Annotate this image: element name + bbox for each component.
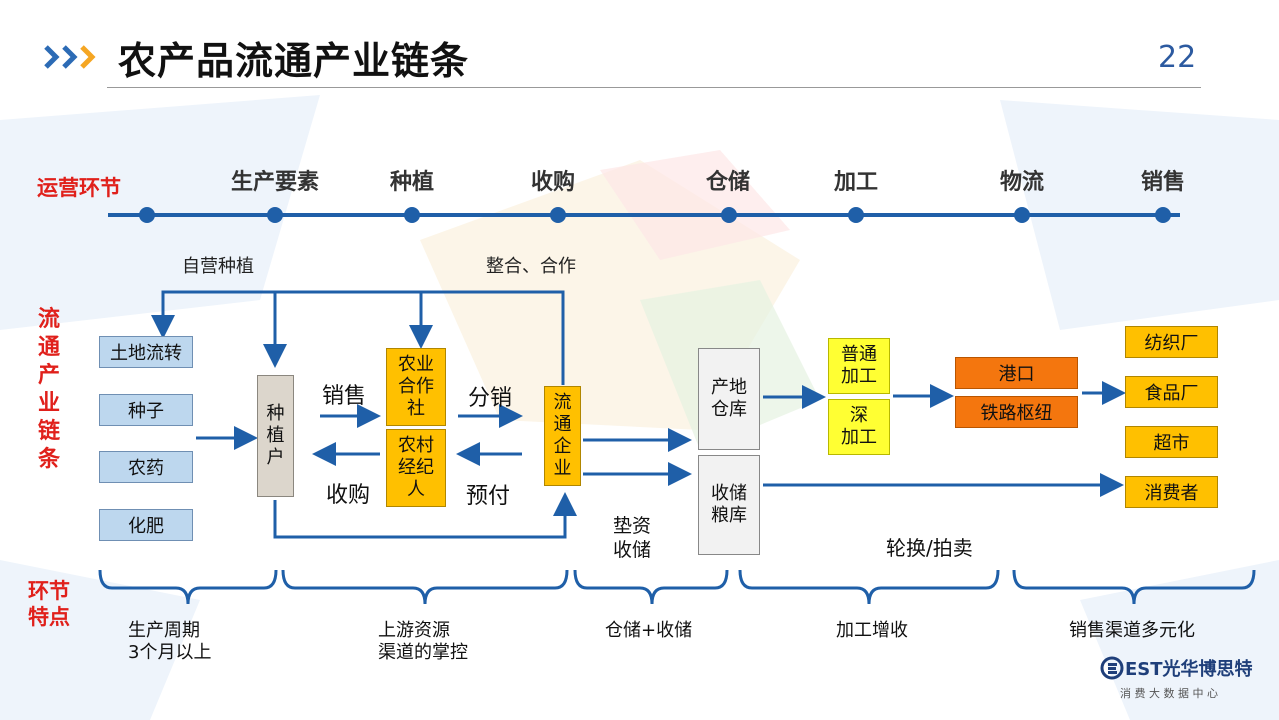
label-distribute: 分销: [468, 386, 513, 411]
note-rotation: 轮换/拍卖: [886, 536, 973, 560]
input-seed: 种子: [99, 394, 193, 426]
node-consumer: 消费者: [1125, 476, 1218, 508]
page-number: 22: [1158, 40, 1197, 75]
node-deep-processing: 深加工: [828, 399, 890, 455]
stage-storage: 仓储: [705, 170, 751, 195]
node-supermarket: 超市: [1125, 426, 1218, 458]
logo-brand: EST光华博思特: [1125, 659, 1253, 680]
stage-planting: 种植: [389, 170, 435, 195]
logo-mark-icon: [1100, 656, 1124, 680]
input-pesticide: 农药: [99, 451, 193, 483]
page-title: 农产品流通产业链条: [118, 39, 470, 83]
input-fertilizer: 化肥: [99, 509, 193, 541]
node-port: 港口: [955, 357, 1078, 389]
brand-logo: EST光华博思特 消 费 大 数 据 中 心: [1100, 655, 1253, 701]
title-divider: [107, 87, 1201, 88]
feature-sales-channels: 销售渠道多元化: [1069, 620, 1195, 641]
stage-logistics: 物流: [999, 170, 1045, 195]
stage-sales: 销售: [1140, 170, 1186, 195]
chevrons-icon: [44, 45, 96, 69]
feature-upstream-control: 上游资源渠道的掌控: [378, 620, 468, 663]
label-advance-storage: 垫资收储: [613, 515, 652, 561]
chain-section-label: 流通产 业链条: [37, 307, 60, 472]
stage-processing: 加工: [833, 170, 879, 195]
logo-subtitle: 消 费 大 数 据 中 心: [1120, 687, 1218, 700]
ops-section-label: 运营环节: [37, 176, 121, 200]
stage-factors: 生产要素: [230, 170, 320, 195]
stage-purchase: 收购: [530, 170, 576, 195]
label-buy: 收购: [326, 483, 371, 508]
node-food: 食品厂: [1125, 376, 1218, 408]
note-integrate: 整合、合作: [486, 256, 576, 277]
feature-processing: 加工增收: [836, 620, 908, 641]
input-land: 土地流转: [99, 336, 193, 368]
node-coop: 农业合作社: [386, 348, 446, 426]
node-grain-warehouse: 收储粮库: [698, 455, 760, 555]
node-origin-warehouse: 产地仓库: [698, 348, 760, 450]
label-sell: 销售: [322, 384, 367, 409]
feature-storage: 仓储+收储: [605, 620, 693, 641]
node-planter: 种植户: [257, 375, 294, 497]
node-rail-hub: 铁路枢纽: [955, 396, 1078, 428]
note-self-planting: 自营种植: [182, 256, 254, 277]
node-circulation-enterprise: 流通企业: [544, 386, 581, 486]
node-normal-processing: 普通加工: [828, 338, 890, 394]
node-broker: 农村经纪人: [386, 429, 446, 507]
label-prepay: 预付: [466, 484, 511, 509]
features-section-label: 环节特点: [28, 579, 70, 629]
node-textile: 纺织厂: [1125, 326, 1218, 358]
